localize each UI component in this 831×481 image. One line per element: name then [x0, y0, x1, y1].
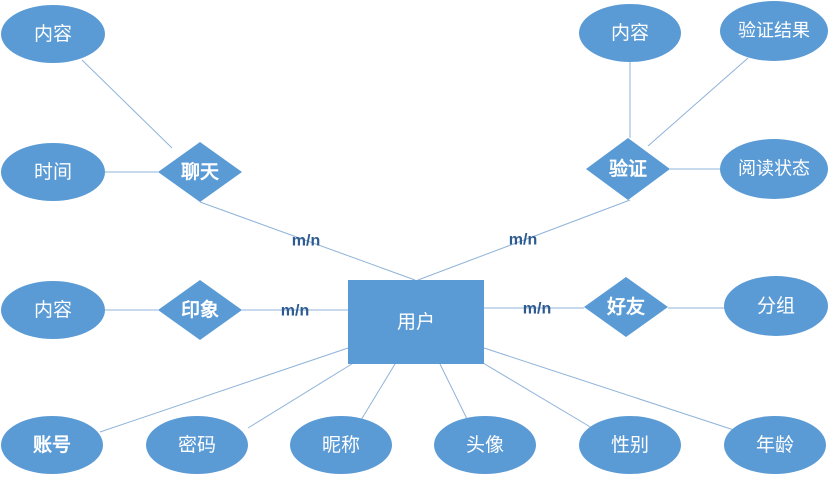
impression-relationship-label: 印象 — [181, 298, 219, 321]
attr-verify-readstatus-label: 阅读状态 — [738, 159, 810, 180]
attr-password: 密码 — [146, 416, 248, 474]
line-user-gender — [477, 359, 593, 429]
attr-avatar-label: 头像 — [466, 434, 504, 456]
line-verify-user — [417, 199, 631, 281]
line-user-age — [483, 347, 741, 433]
connectors — [81, 57, 749, 433]
line-user-avatar — [439, 363, 471, 426]
user-entity: 用户 — [348, 280, 484, 364]
attr-nickname-label: 昵称 — [322, 434, 360, 456]
attr-chat-content-label: 内容 — [34, 23, 72, 45]
cardinality-verify: m/n — [509, 232, 537, 249]
attr-friend-group-label: 分组 — [757, 295, 795, 317]
line-chat-content — [81, 59, 173, 149]
user-entity-label: 用户 — [397, 311, 435, 333]
impression-relationship: 印象 — [158, 280, 242, 340]
attr-nickname: 昵称 — [290, 416, 392, 474]
friend-relationship: 好友 — [584, 277, 668, 337]
line-user-account — [99, 347, 349, 433]
attr-account-label: 账号 — [33, 434, 71, 456]
attr-impression-content-label: 内容 — [34, 299, 72, 321]
chat-relationship-label: 聊天 — [181, 160, 220, 183]
verify-relationship: 验证 — [586, 138, 670, 200]
chat-relationship: 聊天 — [158, 142, 242, 202]
attr-impression-content: 内容 — [1, 281, 105, 339]
attr-verify-content-label: 内容 — [611, 22, 649, 44]
cardinality-chat: m/n — [292, 233, 320, 250]
line-user-password — [247, 361, 356, 429]
attr-age: 年龄 — [724, 416, 826, 474]
attr-gender: 性别 — [579, 416, 681, 474]
attr-verify-content: 内容 — [579, 4, 681, 62]
line-user-nickname — [357, 363, 396, 426]
attr-verify-readstatus: 阅读状态 — [720, 139, 828, 199]
attr-password-label: 密码 — [178, 434, 216, 456]
line-chat-user — [199, 201, 416, 281]
verify-relationship-label: 验证 — [609, 157, 647, 180]
attr-friend-group: 分组 — [724, 276, 828, 336]
attr-chat-time-label: 时间 — [34, 161, 72, 183]
attr-age-label: 年龄 — [756, 434, 794, 456]
line-verify-result — [647, 57, 749, 147]
attr-chat-time: 时间 — [1, 143, 105, 201]
attr-gender-label: 性别 — [611, 434, 649, 456]
cardinality-friend: m/n — [523, 301, 551, 318]
attr-verify-result: 验证结果 — [720, 1, 828, 61]
attr-account: 账号 — [1, 416, 103, 474]
attr-avatar: 头像 — [434, 416, 536, 474]
cardinality-impression: m/n — [281, 303, 309, 320]
friend-relationship-label: 好友 — [606, 295, 645, 318]
attr-chat-content: 内容 — [1, 5, 105, 63]
attr-verify-result-label: 验证结果 — [738, 21, 810, 42]
